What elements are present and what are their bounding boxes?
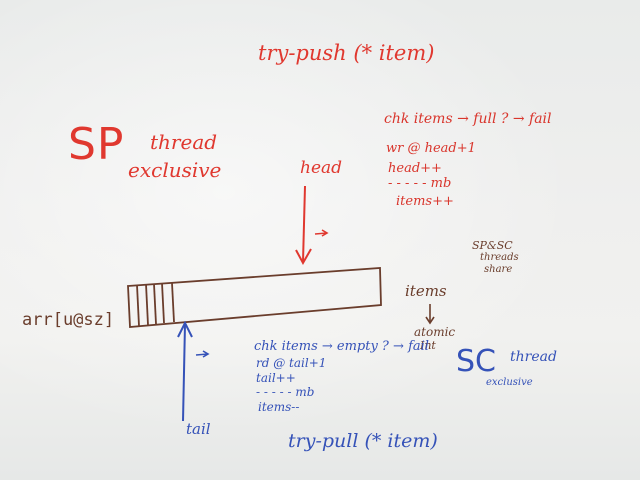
pull-step-check: chk items → empty ? → fail: [254, 339, 429, 354]
try-pull-signature: try-pull (* item): [288, 430, 438, 452]
pull-step-read: rd @ tail+1: [256, 356, 327, 370]
sp-thread-label: thread: [150, 130, 218, 154]
tail-advance-arrow: [195, 350, 210, 358]
push-step-write: wr @ head+1: [386, 141, 476, 156]
sc-label: SC: [456, 344, 496, 379]
pull-step-tail-inc: tail++: [256, 371, 296, 385]
atomic-label: atomic: [414, 325, 456, 339]
push-step-head-inc: head++: [388, 161, 442, 176]
shared-note-line-2: threads: [480, 252, 519, 263]
head-arrow: [295, 185, 312, 266]
items-label: items: [405, 282, 447, 300]
pull-step-barrier: - - - - - mb: [256, 385, 315, 399]
push-step-check: chk items → full ? → fail: [384, 111, 552, 127]
sc-thread-label: thread: [510, 349, 557, 365]
tail-arrow: [177, 320, 193, 422]
push-step-items-inc: items++: [396, 194, 454, 209]
try-push-signature: try-push (* item): [258, 41, 435, 65]
array-label: arr[u@sz]: [22, 310, 115, 330]
head-advance-arrow: [314, 229, 329, 237]
tail-label: tail: [186, 420, 211, 438]
sp-exclusive-label: exclusive: [128, 158, 222, 182]
sp-label: SP: [68, 119, 125, 170]
items-atomic-arrow: [425, 304, 435, 325]
push-step-barrier: - - - - - mb: [388, 176, 452, 191]
sc-exclusive-label: exclusive: [486, 377, 533, 388]
array-box: [127, 267, 382, 328]
shared-note-line-3: share: [484, 264, 513, 275]
int-label: Int: [420, 339, 436, 352]
head-label: head: [300, 158, 343, 178]
shared-note-line-1: SP&SC: [472, 239, 513, 252]
pull-step-items-dec: items--: [258, 400, 300, 414]
